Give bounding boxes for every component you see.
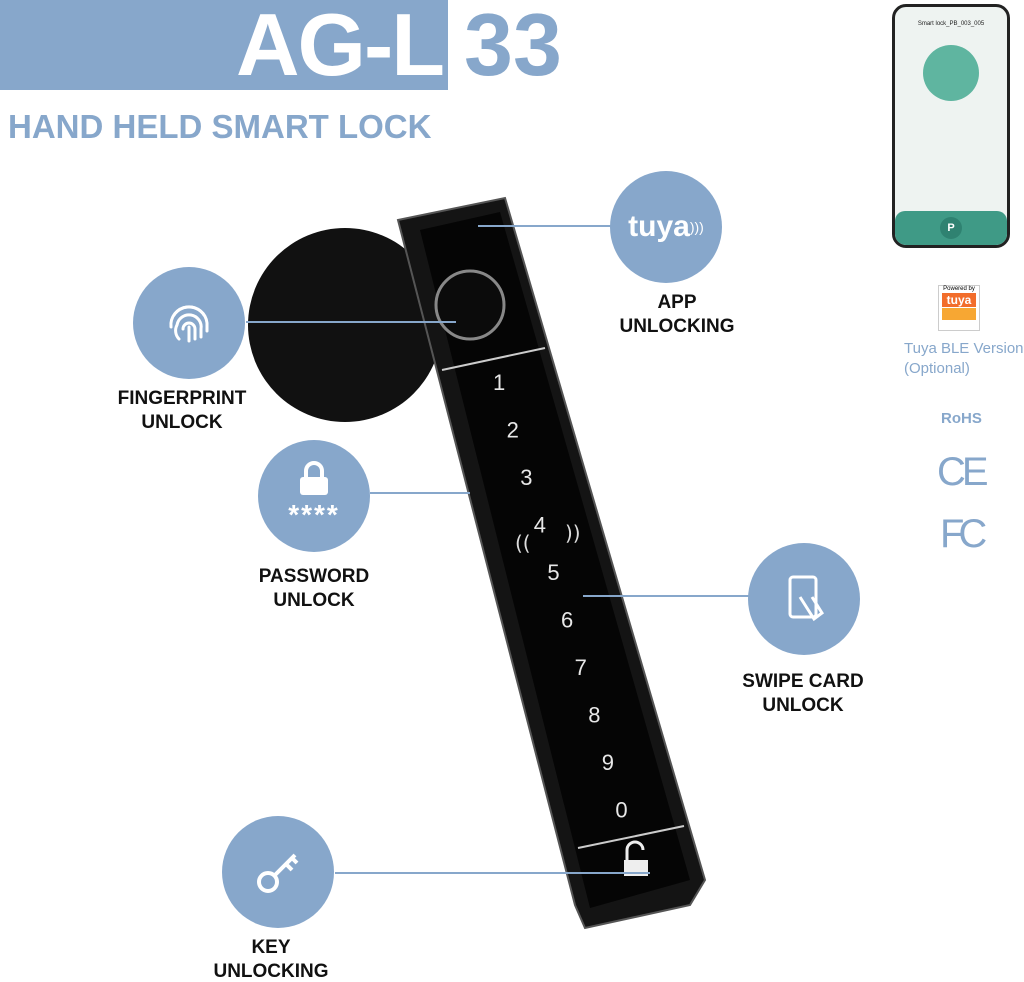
password-line [370, 492, 470, 494]
keypad-digit-7: 7 [575, 655, 587, 680]
handle-panel [420, 212, 690, 908]
password-stars: **** [288, 499, 340, 530]
fc-mark: FC [940, 512, 987, 556]
keypad-digit-9: 9 [602, 750, 614, 775]
tuya-logo: tuya))) [610, 171, 722, 283]
keypad-digit-1: 1 [493, 370, 505, 395]
tuya-ble-version: Tuya BLE Version(Optional) [904, 340, 1024, 377]
app-line [478, 225, 612, 227]
rohs-mark: RoHS [941, 410, 982, 427]
svg-text:)): )) [565, 521, 581, 545]
model-suffix: 33 [464, 0, 562, 94]
key-line [335, 872, 650, 874]
svg-text:((: (( [515, 531, 531, 555]
ce-mark: CE [937, 450, 989, 494]
phone-unlock-button: P [940, 217, 962, 239]
fingerprint-sensor [434, 269, 506, 341]
lock-rosette [248, 228, 442, 422]
fingerprint-line [246, 321, 456, 323]
phone-bottom-bar: P [895, 211, 1007, 245]
unlock-glyph [625, 840, 645, 860]
padlock-icon: **** [258, 440, 370, 552]
card-icon [748, 543, 860, 655]
keypad-digit-6: 6 [561, 608, 573, 633]
phone-mockup: Smart lock_PB_003_005 P [892, 4, 1010, 248]
model-prefix: AG-L [236, 0, 445, 94]
fingerprint-icon [133, 267, 245, 379]
phone-lock-graphic [923, 45, 979, 101]
phone-title: Smart lock_PB_003_005 [917, 21, 985, 27]
powered-by-tuya-badge: Powered by tuya [938, 285, 980, 331]
subtitle: HAND HELD SMART LOCK [8, 108, 432, 145]
keypad-digit-8: 8 [588, 703, 600, 728]
key-icon [222, 816, 334, 928]
keypad-digit-5: 5 [547, 560, 559, 585]
keypad-digit-0: 0 [615, 798, 627, 823]
keypad-digit-2: 2 [507, 418, 519, 443]
title-banner [0, 0, 448, 90]
card-line [583, 595, 749, 597]
keypad-digit-4: 4 [534, 513, 546, 538]
keypad-digit-3: 3 [520, 465, 532, 490]
